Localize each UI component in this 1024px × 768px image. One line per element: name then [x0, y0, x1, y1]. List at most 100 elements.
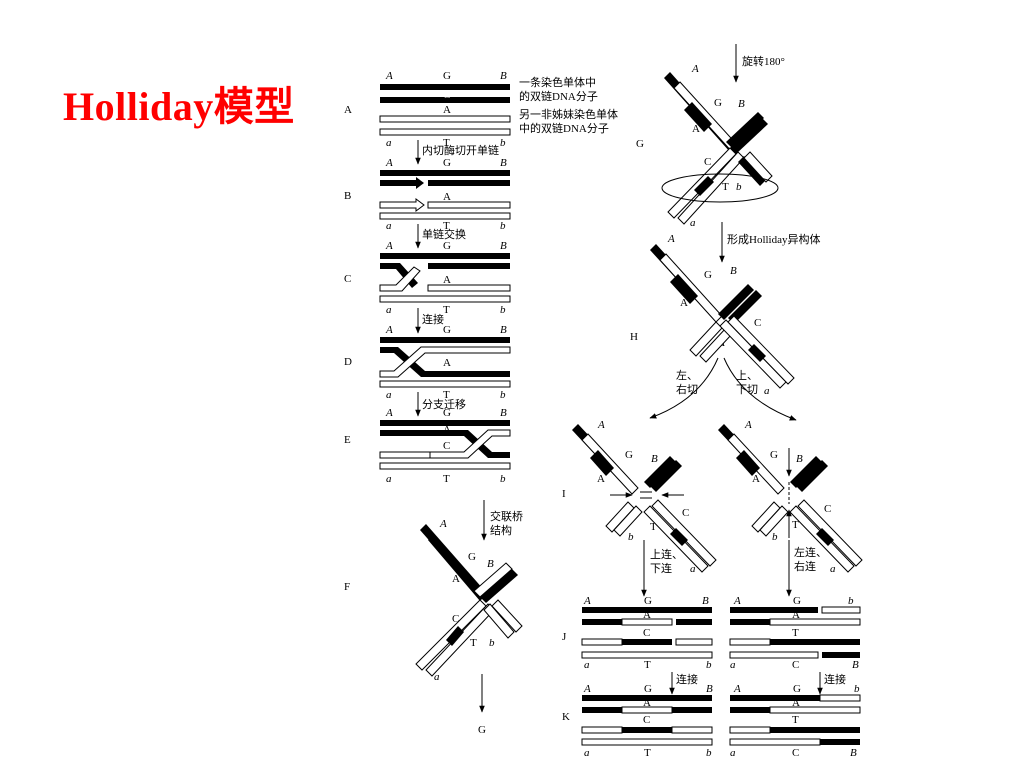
- strand-dark: [622, 639, 672, 645]
- label-A: A: [597, 419, 605, 431]
- strand-light: [729, 726, 771, 734]
- label-A: A: [439, 518, 447, 530]
- arm-light: [759, 505, 789, 537]
- arm-dark-segment: [670, 274, 698, 304]
- step-j-right: A G b A T a C B: [729, 595, 861, 671]
- label-A-base: A: [792, 697, 800, 709]
- note-migration: 分支迁移: [422, 398, 466, 411]
- step-h: H A G B A C T b a: [630, 233, 795, 397]
- arrow-h-i-left: [649, 357, 719, 419]
- label-G: G: [714, 97, 722, 109]
- label-T: T: [443, 473, 450, 485]
- label-A: A: [667, 233, 675, 245]
- arm-light: [677, 151, 745, 225]
- note-nick: 内切酶切开单链: [422, 143, 499, 157]
- crossed-strand-light: [379, 346, 511, 378]
- arm-dark: [718, 284, 754, 320]
- label-a: a: [386, 304, 392, 316]
- label-a: a: [730, 747, 736, 759]
- arm-light: [743, 151, 773, 183]
- strand-light: [427, 284, 511, 292]
- label-T: T: [792, 519, 799, 531]
- note-crossbridge-1: 交联桥: [490, 509, 523, 523]
- label-B: B: [850, 747, 857, 759]
- note-chromatid-top-2: 的双链DNA分子: [519, 89, 598, 103]
- strand-light: [379, 462, 511, 470]
- arm-dark-segment: [684, 102, 712, 132]
- step-j-left: A G B A C a T b: [581, 595, 713, 671]
- strand-light: [769, 706, 861, 714]
- note-join-lr-2: 右连: [794, 559, 816, 573]
- label-A-base: A: [643, 697, 651, 709]
- strand-dark: [676, 619, 712, 625]
- step-label-c: C: [344, 273, 351, 285]
- strand-light: [729, 738, 821, 746]
- strand-dark: [380, 170, 510, 176]
- rotation-ellipse: [661, 173, 779, 203]
- label-G: G: [644, 595, 652, 607]
- label-B: B: [500, 324, 507, 336]
- strand-light: [379, 128, 511, 136]
- label-A-base: A: [443, 104, 451, 116]
- step-label-d: D: [344, 356, 352, 368]
- label-T: T: [443, 137, 450, 149]
- arm-dark-segment: [748, 344, 766, 362]
- label-A: A: [385, 157, 393, 169]
- label-b: b: [500, 389, 506, 401]
- strand-light: [675, 638, 713, 646]
- label-T: T: [722, 181, 729, 193]
- arm-light: [751, 501, 781, 533]
- note-chromatid-bottom-2: 中的双链DNA分子: [519, 121, 609, 135]
- invading-strand-light: [379, 266, 421, 292]
- nicked-strand-light: [379, 198, 425, 212]
- arm-dark: [796, 460, 828, 492]
- strand-light: [379, 115, 511, 123]
- label-a: a: [434, 671, 440, 683]
- label-T: T: [650, 521, 657, 533]
- note-crossbridge-2: 结构: [490, 523, 512, 537]
- arm-dark: [650, 460, 682, 492]
- note-rotate: 旋转180°: [742, 54, 785, 68]
- label-B: B: [487, 558, 494, 570]
- strand-light: [581, 726, 623, 734]
- note-cut-ud-1: 上、: [736, 369, 758, 382]
- strand-dark: [582, 695, 712, 701]
- note-ligate-k2: 连接: [824, 673, 846, 686]
- label-A-base: A: [643, 609, 651, 621]
- strand-light: [819, 694, 861, 702]
- label-b: b: [772, 531, 778, 543]
- label-G: G: [793, 595, 801, 607]
- label-C: C: [792, 659, 799, 671]
- label-A: A: [691, 63, 699, 75]
- label-G: G: [625, 449, 633, 461]
- label-G: G: [443, 157, 451, 169]
- label-b: b: [706, 747, 712, 759]
- label-G: G: [443, 324, 451, 336]
- label-G: G: [443, 407, 451, 419]
- strand-dark: [380, 84, 510, 90]
- label-a: a: [386, 473, 392, 485]
- label-A-base: A: [452, 573, 460, 585]
- strand-light: [379, 295, 511, 303]
- strand-dark: [582, 607, 712, 613]
- label-b: b: [500, 304, 506, 316]
- label-A-base: A: [680, 297, 688, 309]
- arm-dark: [790, 456, 822, 488]
- label-b: b: [736, 181, 742, 193]
- arm-dark-segment: [736, 450, 760, 476]
- label-B: B: [651, 453, 658, 465]
- arm-dark: [480, 569, 518, 603]
- step-c: C A G B A a T b: [344, 240, 511, 316]
- strand-light: [379, 212, 511, 220]
- label-C: C: [643, 627, 650, 639]
- label-b: b: [848, 595, 854, 607]
- arm-light: [491, 599, 523, 633]
- label-C: C: [443, 440, 450, 452]
- arm-light: [651, 499, 717, 567]
- arm-light: [727, 315, 795, 385]
- label-b: b: [500, 473, 506, 485]
- note-ligate: 连接: [422, 313, 444, 326]
- label-a: a: [690, 563, 696, 575]
- step-label-g-bottom: G: [478, 724, 486, 736]
- arm-dark: [644, 456, 676, 488]
